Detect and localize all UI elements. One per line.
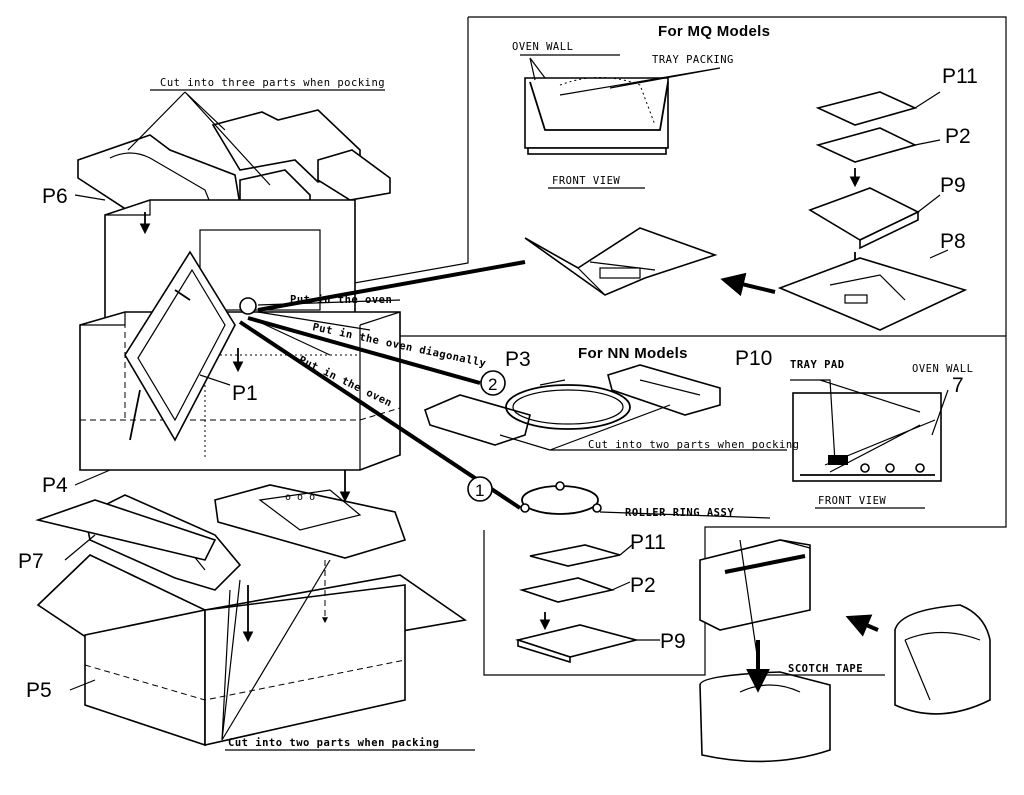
nn-oven-wall: OVEN WALL: [912, 363, 973, 375]
label-p3: P3: [505, 348, 531, 371]
part-leaders: [64, 194, 231, 691]
label-p10: P10: [735, 347, 772, 370]
svg-text:o o o: o o o: [285, 492, 315, 503]
label-p8-mq: P8: [940, 230, 966, 253]
bagged-unit-open: [845, 604, 991, 715]
cut-three-leaders: [127, 89, 385, 186]
label-p9-mq: P9: [940, 174, 966, 197]
bagged-unit-taped: [699, 539, 811, 676]
note-scotch-tape: SCOTCH TAPE: [788, 663, 863, 675]
nn-front-view-label: FRONT VIEW: [818, 495, 886, 507]
bottom-cushion-right: o o o: [214, 484, 407, 559]
svg-text:1: 1: [475, 481, 484, 500]
label-p4: P4: [42, 474, 68, 497]
note-cut-two-nn: Cut into two parts when pocking: [588, 439, 799, 451]
nn-roller-ring: [520, 481, 771, 519]
label-p9-nn: P9: [660, 630, 686, 653]
label-p7: P7: [18, 550, 44, 573]
nn-tray-p3: [505, 379, 631, 430]
tray-p1: [124, 250, 236, 442]
bagged-unit-final: [699, 640, 831, 763]
nn-tray-pad: TRAY PAD: [790, 359, 845, 371]
label-p2-mq: P2: [945, 125, 971, 148]
label-p11-mq: P11: [942, 65, 978, 88]
callout-2: 2: [480, 370, 506, 396]
label-p6: P6: [42, 185, 68, 208]
mq-oven-wall: OVEN WALL: [512, 41, 573, 53]
note-put-oven-1: Put in the oven: [290, 294, 392, 306]
drop-arrows-carton: [242, 560, 328, 643]
nn-panel-frame: [370, 335, 1007, 676]
mq-front-view-label: FRONT VIEW: [552, 175, 620, 187]
mq-tray-packing: TRAY PACKING: [652, 54, 734, 66]
label-p2-nn: P2: [630, 574, 656, 597]
note-roller-ring: ROLLER RING ASSY: [625, 507, 734, 519]
nn-sheets: [515, 544, 660, 664]
mq-front-view: [520, 54, 721, 189]
mq-title: For MQ Models: [658, 23, 770, 40]
cut-two-bottom-leaders: [221, 559, 475, 751]
note-cut-three: Cut into three parts when pocking: [160, 77, 385, 89]
label-p1: P1: [232, 382, 258, 405]
mq-tray-packing-p8: [777, 257, 968, 331]
carton-p5: [35, 499, 468, 747]
nn-front-view: [790, 379, 949, 509]
down-arrows-oven: [139, 212, 351, 503]
label-p11-nn: P11: [630, 531, 666, 554]
nn-tray-pads: [424, 364, 787, 451]
svg-text:2: 2: [488, 375, 497, 394]
nn-title: For NN Models: [578, 345, 688, 362]
thick-leaders: [238, 260, 526, 510]
mq-arrow-left: [720, 272, 776, 297]
note-cut-two-bottom: Cut into two parts when packing: [228, 737, 439, 749]
mq-sheets: [808, 91, 949, 273]
callout-1: 1: [467, 476, 493, 502]
label-p5: P5: [26, 679, 52, 702]
label-seven: 7: [952, 374, 964, 397]
mq-tray-packing-folded: [524, 227, 718, 296]
